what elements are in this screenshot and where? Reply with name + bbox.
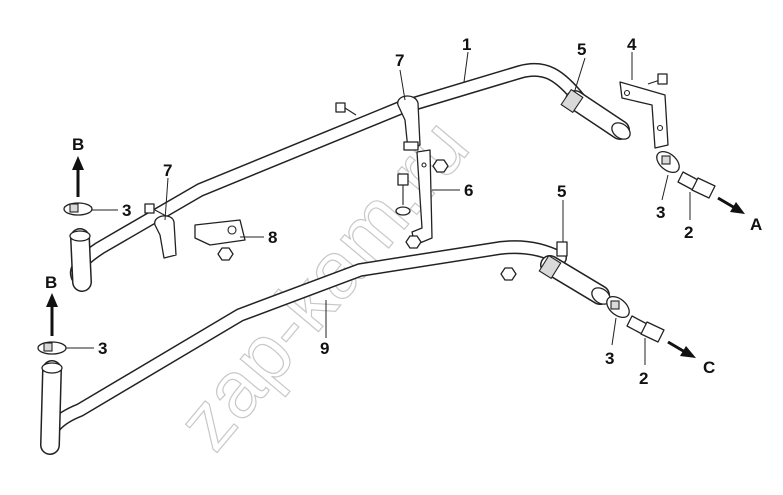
callout-6: 6: [464, 181, 473, 200]
flow-arrow-b-top: B: [72, 135, 84, 197]
flow-label-a: A: [750, 215, 762, 234]
callout-4: 4: [627, 35, 637, 54]
bolt-top-right: [647, 73, 668, 85]
flow-label-b-top: B: [72, 135, 84, 154]
hose-end-lower: [40, 360, 63, 455]
nut-bracket-8: [217, 247, 234, 261]
bolt-left-clamp: [144, 203, 167, 217]
callout-7-left: 7: [163, 161, 172, 180]
nut-lower-left: [500, 267, 517, 281]
flow-label-b-bottom: B: [45, 273, 57, 292]
clamp-7-top: [397, 95, 421, 151]
callout-1: 1: [462, 35, 471, 54]
bracket-4: [619, 81, 669, 149]
callout-3-c: 3: [605, 349, 614, 368]
nut-center: [432, 159, 449, 173]
flow-label-c: C: [703, 358, 715, 377]
callout-3-a: 3: [656, 203, 665, 222]
flow-arrow-a: A: [717, 196, 762, 234]
flow-arrow-c: C: [667, 340, 715, 377]
fitting-c: [626, 315, 665, 343]
callout-8: 8: [268, 228, 277, 247]
bolt-center: [395, 173, 411, 216]
hose-clamp-left: [37, 341, 67, 355]
tube-stub-upper: [560, 88, 631, 140]
hose-end-upper: [69, 228, 92, 292]
callout-7-top: 7: [395, 51, 404, 70]
callout-5-mid: 5: [557, 182, 566, 201]
tube-stub-lower: [538, 254, 611, 305]
callout-5-top: 5: [577, 40, 586, 59]
bolt-top-clamp: [335, 102, 357, 116]
fitting-a: [677, 171, 716, 199]
leader-lines: [66, 51, 691, 365]
callout-9: 9: [320, 339, 329, 358]
clamp-7-left: [154, 215, 177, 259]
clip-5-lower: [556, 200, 568, 257]
hose-clamp-top-left: [63, 202, 93, 216]
hose-clamp-a: [656, 150, 680, 174]
flow-arrow-b-bottom: B: [45, 273, 58, 336]
callout-2-a: 2: [684, 223, 693, 242]
hose-clamp-c: [606, 295, 630, 319]
callout-2-c: 2: [639, 369, 648, 388]
callout-3-left: 3: [98, 339, 107, 358]
bracket-8: [194, 219, 246, 246]
nut-center-lower: [405, 235, 422, 249]
callout-3-top-left: 3: [122, 201, 131, 220]
